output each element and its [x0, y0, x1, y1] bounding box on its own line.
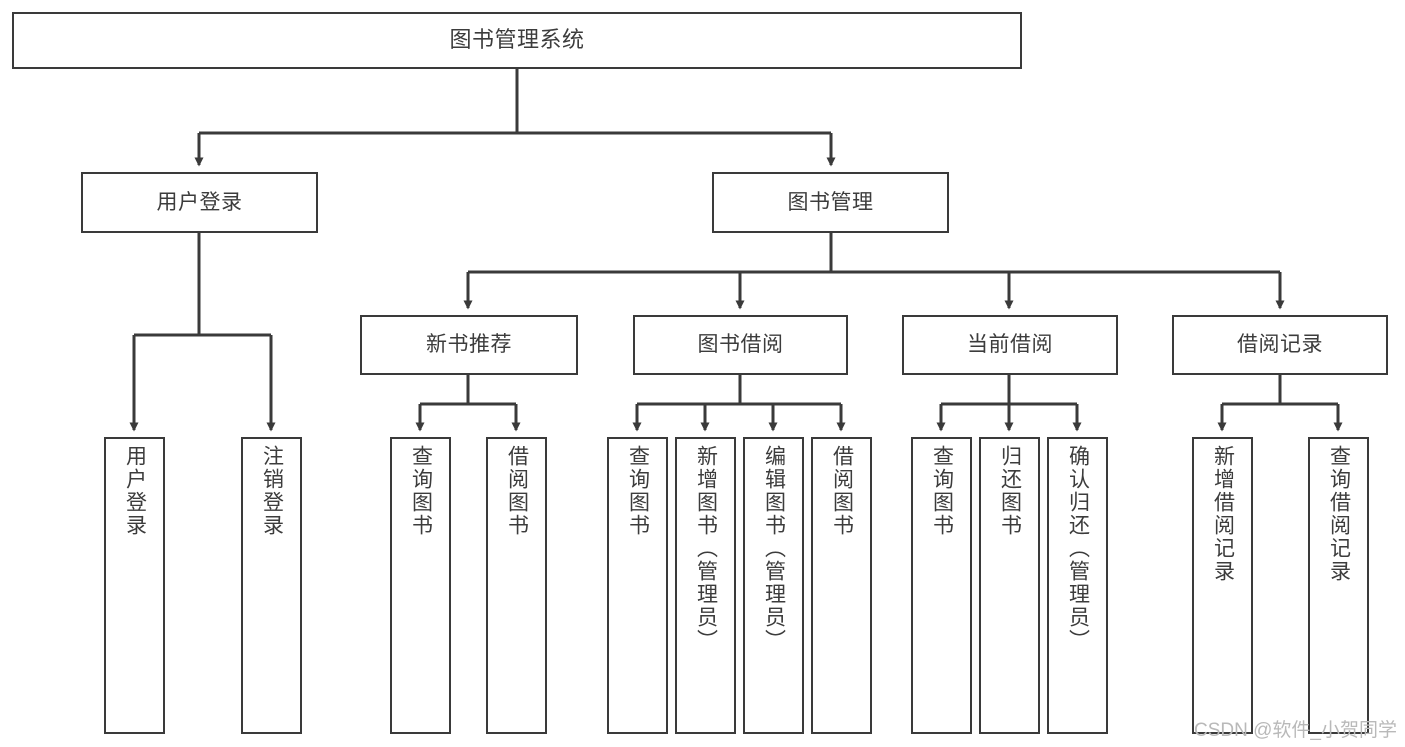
node-label: 借阅图书: [830, 445, 854, 537]
node-new-book-recommend[interactable]: 新书推荐: [360, 315, 578, 375]
node-leaf-query-book-borrow[interactable]: 查询图书: [607, 437, 668, 734]
node-label: 编辑图书（管理员）: [762, 445, 786, 652]
node-leaf-user-logout[interactable]: 注销登录: [241, 437, 302, 734]
node-book-borrow[interactable]: 图书借阅: [633, 315, 848, 375]
node-label: 查询图书: [626, 445, 650, 537]
node-label: 新增图书（管理员）: [694, 445, 718, 652]
node-root-book-management-system[interactable]: 图书管理系统: [12, 12, 1022, 69]
node-label: 归还图书: [998, 445, 1022, 537]
node-label: 查询借阅记录: [1327, 445, 1351, 583]
node-label: 确认归还（管理员）: [1066, 445, 1090, 652]
node-leaf-borrow-book[interactable]: 借阅图书: [811, 437, 872, 734]
node-label: 新增借阅记录: [1211, 445, 1235, 583]
node-leaf-return-book[interactable]: 归还图书: [979, 437, 1040, 734]
node-leaf-add-book-admin[interactable]: 新增图书（管理员）: [675, 437, 736, 734]
node-user-login[interactable]: 用户登录: [81, 172, 318, 233]
node-label: 新书推荐: [426, 333, 512, 357]
node-label: 图书管理系统: [449, 27, 585, 53]
node-leaf-borrow-book-recommend[interactable]: 借阅图书: [486, 437, 547, 734]
node-label: 注销登录: [260, 445, 284, 537]
node-label: 图书借阅: [697, 333, 784, 357]
node-label: 借阅图书: [505, 445, 529, 537]
watermark-text: CSDN @软件_小贺同学: [1194, 720, 1397, 741]
node-label: 图书管理: [787, 190, 874, 214]
node-borrow-record[interactable]: 借阅记录: [1172, 315, 1388, 375]
node-current-borrow[interactable]: 当前借阅: [902, 315, 1118, 375]
node-label: 查询图书: [409, 445, 433, 537]
node-book-management[interactable]: 图书管理: [712, 172, 949, 233]
node-leaf-query-borrow-record[interactable]: 查询借阅记录: [1308, 437, 1369, 734]
node-leaf-add-borrow-record[interactable]: 新增借阅记录: [1192, 437, 1253, 734]
node-label: 借阅记录: [1237, 333, 1323, 357]
node-label: 查询图书: [930, 445, 954, 537]
node-label: 用户登录: [156, 190, 243, 214]
node-leaf-query-book-recommend[interactable]: 查询图书: [390, 437, 451, 734]
node-leaf-query-book-current[interactable]: 查询图书: [911, 437, 972, 734]
node-leaf-confirm-return-admin[interactable]: 确认归还（管理员）: [1047, 437, 1108, 734]
node-leaf-edit-book-admin[interactable]: 编辑图书（管理员）: [743, 437, 804, 734]
node-leaf-user-login[interactable]: 用户登录: [104, 437, 165, 734]
node-label: 用户登录: [123, 445, 147, 537]
node-label: 当前借阅: [967, 333, 1053, 357]
